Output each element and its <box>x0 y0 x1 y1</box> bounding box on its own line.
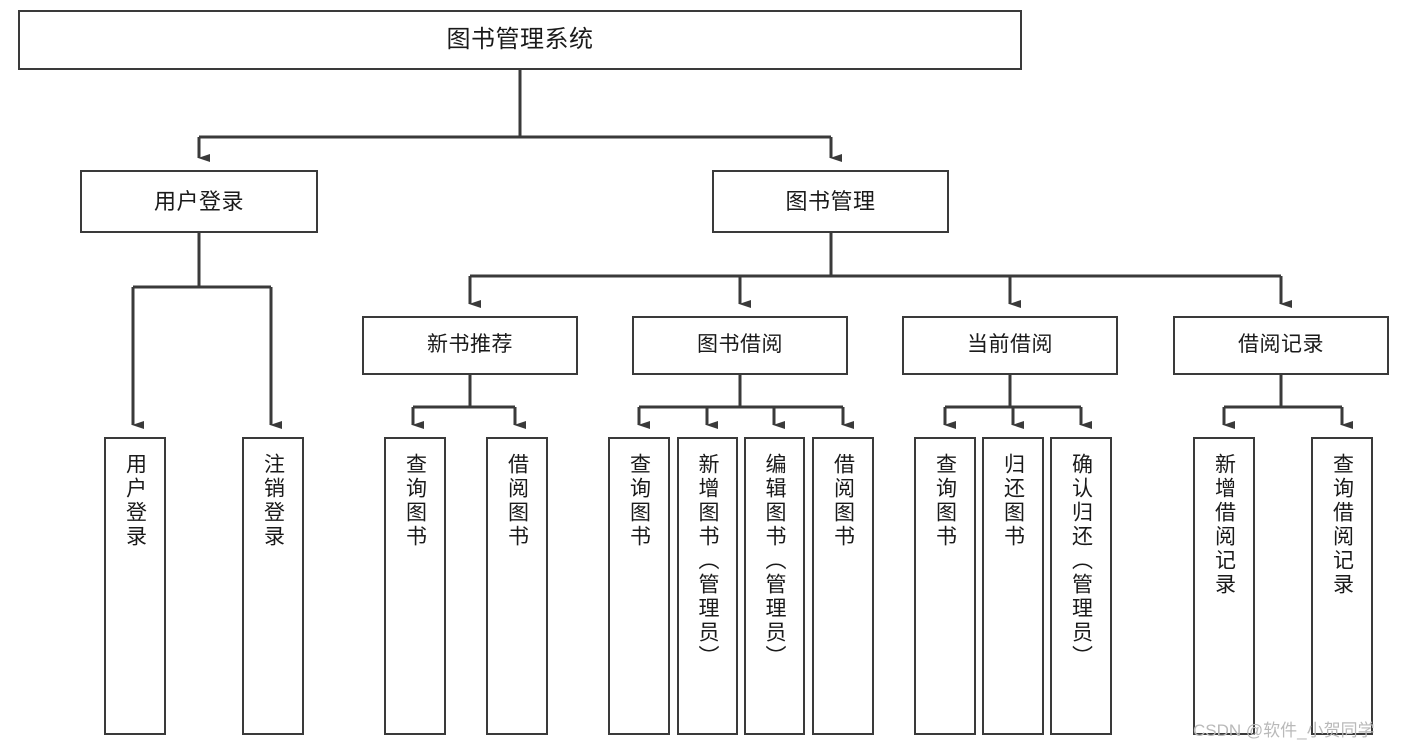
node-current-borrow[interactable]: 当前借阅 <box>902 316 1118 375</box>
node-label: 编辑图书（管理员） <box>763 453 786 669</box>
node-label: 用户登录 <box>153 188 244 214</box>
leaf-return-books[interactable]: 归还图书 <box>982 437 1044 735</box>
leaf-query-books-rec[interactable]: 查询图书 <box>384 437 446 735</box>
node-label: 图书借阅 <box>697 333 783 357</box>
node-user-login[interactable]: 用户登录 <box>80 170 318 233</box>
leaf-confirm-return-admin[interactable]: 确认归还（管理员） <box>1050 437 1112 735</box>
node-label: 查询图书 <box>627 453 651 549</box>
node-label: 用户登录 <box>123 453 147 549</box>
node-label: 确认归还（管理员） <box>1069 453 1093 669</box>
node-book-borrow[interactable]: 图书借阅 <box>632 316 848 375</box>
node-label: 新增图书（管理员） <box>696 453 719 669</box>
leaf-add-borrow-record[interactable]: 新增借阅记录 <box>1193 437 1255 735</box>
leaf-borrow-books-rec[interactable]: 借阅图书 <box>486 437 548 735</box>
leaf-logout-login[interactable]: 注销登录 <box>242 437 304 735</box>
leaf-query-books-borrow[interactable]: 查询图书 <box>608 437 670 735</box>
node-label: 图书管理 <box>785 188 876 214</box>
node-label: 当前借阅 <box>967 333 1053 357</box>
leaf-query-borrow-record[interactable]: 查询借阅记录 <box>1311 437 1373 735</box>
leaf-query-books-current[interactable]: 查询图书 <box>914 437 976 735</box>
leaf-borrow-books[interactable]: 借阅图书 <box>812 437 874 735</box>
node-label: 查询借阅记录 <box>1330 453 1354 597</box>
csdn-watermark: CSDN @软件_小贺同学 <box>1193 721 1375 740</box>
node-label: 新增借阅记录 <box>1212 453 1236 597</box>
leaf-edit-book-admin[interactable]: 编辑图书（管理员） <box>744 437 805 735</box>
node-label: 借阅图书 <box>505 453 529 549</box>
node-label: 归还图书 <box>1001 453 1025 549</box>
node-label: 查询图书 <box>933 453 957 549</box>
node-new-book-recommend[interactable]: 新书推荐 <box>362 316 578 375</box>
node-label: 借阅图书 <box>831 453 855 549</box>
node-label: 图书管理系统 <box>446 25 594 53</box>
node-label: 借阅记录 <box>1238 333 1324 357</box>
leaf-add-book-admin[interactable]: 新增图书（管理员） <box>677 437 738 735</box>
leaf-user-login[interactable]: 用户登录 <box>104 437 166 735</box>
node-label: 注销登录 <box>261 453 285 549</box>
node-borrow-records[interactable]: 借阅记录 <box>1173 316 1389 375</box>
node-root-system[interactable]: 图书管理系统 <box>18 10 1022 70</box>
node-book-management[interactable]: 图书管理 <box>712 170 949 233</box>
node-label: 查询图书 <box>403 453 427 549</box>
node-label: 新书推荐 <box>427 333 513 357</box>
